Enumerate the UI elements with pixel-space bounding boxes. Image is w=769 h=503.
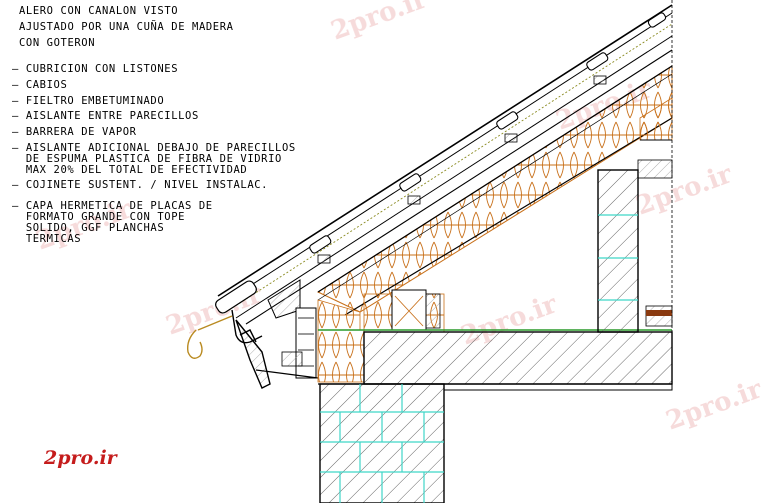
title-line: ALERO CON CANALON VISTO [19, 5, 179, 17]
legend-item: — BARRERA DE VAPOR [12, 126, 137, 138]
legend-item: — COJINETE SUSTENT. / NIVEL INSTALAC. [12, 179, 269, 191]
batten [399, 173, 422, 192]
batten [309, 235, 332, 254]
watermark: 2pro.ir [662, 374, 766, 436]
legend-item: — CUBRICION CON LISTONES [12, 63, 179, 75]
legend-item: — AISLANTE ENTRE PARECILLOS [12, 110, 199, 122]
eave-wedge [255, 279, 319, 379]
knee-wall [597, 139, 673, 333]
legend-item: — AISLANTE ADICIONAL DEBAJO DE PARECILLO… [12, 142, 296, 154]
site-logo: 2pro.ir [44, 447, 117, 469]
legend-item: — CAPA HERMETICA DE PLACAS DE [12, 200, 213, 212]
legend-item-cont: SOLIDO, GGF PLANCHAS [12, 222, 165, 234]
ceiling-insulation [317, 289, 445, 383]
batten [586, 52, 609, 71]
eave-tile [215, 280, 257, 314]
tile-covering [215, 4, 673, 325]
watermark: 2pro.ir [327, 0, 431, 47]
concrete-slab [318, 329, 673, 385]
legend-item-cont: DE ESPUMA PLASTICA DE FIBRA DE VIDRIO [12, 153, 282, 165]
batten [647, 12, 667, 28]
legend-item-cont: TERMICAS [12, 233, 82, 245]
legend-item: — CABIOS [12, 79, 68, 91]
legend-item-cont: FORMATO GRANDE CON TOPE [12, 211, 186, 223]
title-line: AJUSTADO POR UNA CUÑA DE MADERA [19, 21, 234, 33]
brick-wall [319, 383, 673, 503]
rafter-insulation [316, 65, 673, 331]
batten [496, 111, 519, 130]
legend-item: — FIELTRO EMBETUMINADO [12, 95, 165, 107]
title-line: CON GOTERON [19, 37, 96, 49]
legend-item-cont: MAX 20% DEL TOTAL DE EFECTIVIDAD [12, 164, 248, 176]
